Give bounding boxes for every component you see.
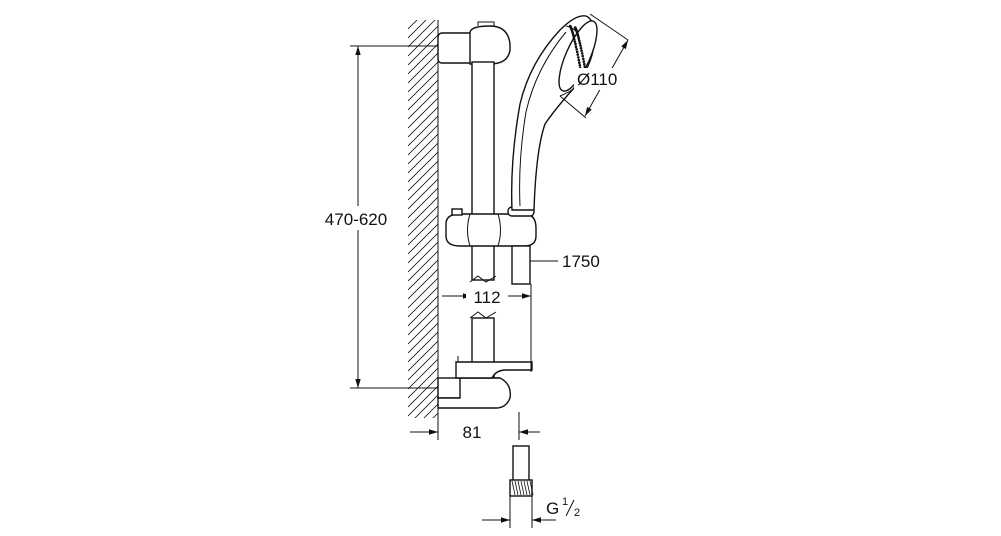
height-dimension-label: 470-620 <box>325 210 387 229</box>
hose-length-label: 1750 <box>562 252 600 271</box>
head-diameter-label: Ø110 <box>577 70 617 89</box>
head-diameter-dimension: Ø110 <box>559 13 630 119</box>
height-dimension: 470-620 <box>318 45 438 389</box>
wall-offset-dimension: 81 <box>410 412 540 442</box>
hose-length-callout: 1750 <box>530 252 600 271</box>
lower-bracket <box>437 377 511 409</box>
hose-stub <box>511 245 531 285</box>
top-bracket <box>437 21 511 65</box>
thread-denominator-label: 2 <box>574 507 580 519</box>
thread-dimension: G 1 2 <box>482 496 580 528</box>
wall-offset-label: 81 <box>463 423 482 442</box>
rail-offset-label: 112 <box>473 288 500 307</box>
slider-holder <box>445 206 537 247</box>
wall <box>408 20 439 418</box>
slide-rail-upper <box>471 61 495 281</box>
thread-knurling <box>511 480 534 496</box>
hose-connector <box>509 445 534 497</box>
soap-dish <box>455 356 533 379</box>
thread-numerator-label: 1 <box>562 496 568 508</box>
rail-offset-dimension: 112 <box>442 284 532 372</box>
hand-shower <box>510 15 598 211</box>
thread-prefix-label: G <box>546 499 559 518</box>
rail-break <box>469 275 497 319</box>
